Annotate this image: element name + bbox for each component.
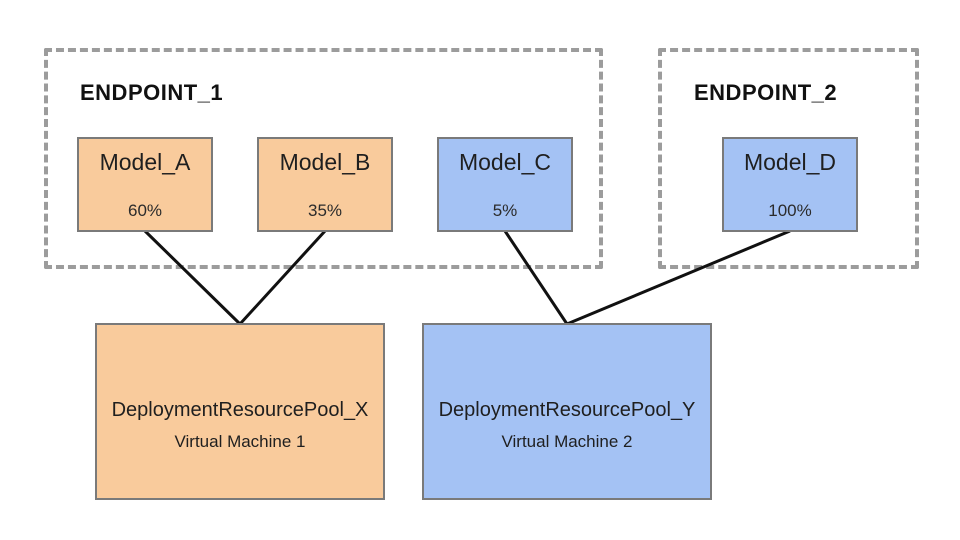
model-a: Model_A 60% bbox=[77, 137, 213, 232]
pool-y-machine: Virtual Machine 2 bbox=[501, 432, 633, 451]
model-c-traffic-split: 5% bbox=[492, 201, 518, 220]
model-a-traffic-split: 60% bbox=[127, 201, 163, 220]
endpoint-1-label: ENDPOINT_1 bbox=[80, 80, 224, 105]
model-a-name: Model_A bbox=[99, 149, 191, 175]
model-c: Model_C 5% bbox=[437, 137, 573, 232]
pool-y: DeploymentResourcePool_Y Virtual Machine… bbox=[422, 323, 712, 500]
pool-x: DeploymentResourcePool_X Virtual Machine… bbox=[95, 323, 385, 500]
endpoint-2-label: ENDPOINT_2 bbox=[694, 80, 838, 105]
pool-x-name: DeploymentResourcePool_X bbox=[111, 399, 369, 421]
model-b-traffic-split: 35% bbox=[307, 201, 343, 220]
pool-x-machine: Virtual Machine 1 bbox=[174, 432, 306, 451]
model-b-name: Model_B bbox=[279, 149, 371, 175]
model-b: Model_B 35% bbox=[257, 137, 393, 232]
model-c-name: Model_C bbox=[458, 149, 552, 175]
model-d-traffic-split: 100% bbox=[768, 201, 812, 220]
model-d: Model_D 100% bbox=[722, 137, 858, 232]
model-d-name: Model_D bbox=[743, 149, 837, 175]
pool-y-name: DeploymentResourcePool_Y bbox=[438, 399, 696, 421]
